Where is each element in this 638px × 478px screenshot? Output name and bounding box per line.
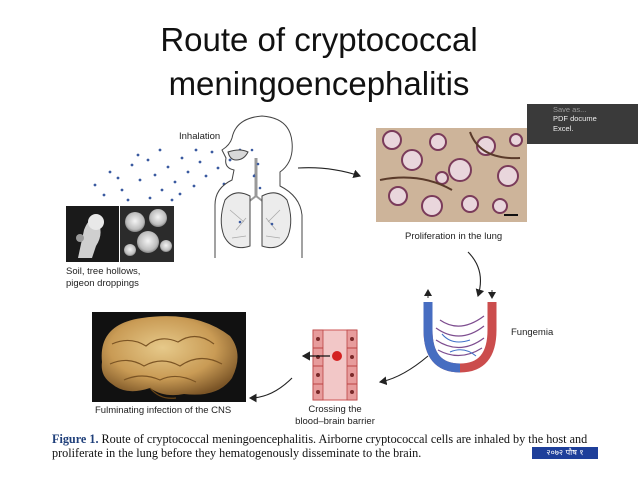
figure-caption: Figure 1. Route of cryptococcal meningoe… bbox=[52, 432, 600, 460]
label-inhalation: Inhalation bbox=[179, 131, 221, 142]
title-line-2: meningoencephalitis bbox=[168, 65, 470, 102]
tooltip-line-1: Save as... bbox=[553, 105, 587, 114]
date-badge: २०७२ पौष १ bbox=[532, 447, 598, 459]
tooltip-line-2: PDF docume bbox=[553, 114, 597, 123]
title-line-1: Route of cryptococcal bbox=[160, 21, 478, 58]
label-fungemia: Fungemia bbox=[511, 327, 554, 338]
tooltip-line-3: Excel. bbox=[553, 124, 574, 133]
human-lungs-illustration bbox=[214, 115, 303, 258]
flow-arrows bbox=[248, 167, 485, 403]
label-fulminating: Fulminating infection of the CNS bbox=[95, 405, 232, 416]
save-as-tooltip[interactable]: Save as... PDF docume Excel. bbox=[527, 104, 638, 144]
slide-title: Route of cryptococcal meningoencephaliti… bbox=[0, 18, 638, 106]
soil-micrographs bbox=[66, 206, 174, 262]
label-crossing-line-2: blood–brain barrier bbox=[295, 416, 375, 427]
label-proliferation: Proliferation in the lung bbox=[405, 231, 503, 242]
label-soil-line-2: pigeon droppings bbox=[66, 278, 139, 289]
label-crossing-line-1: Crossing the bbox=[308, 404, 362, 415]
brain-image bbox=[92, 312, 246, 402]
label-soil-line-1: Soil, tree hollows, bbox=[66, 266, 141, 277]
inhaled-spores bbox=[238, 148, 274, 226]
fungemia-vessels bbox=[423, 289, 497, 373]
label-crossing: Crossing the blood–brain barrier bbox=[290, 404, 380, 428]
caption-text: Route of cryptococcal meningoencephaliti… bbox=[52, 432, 588, 460]
blood-brain-barrier-illustration bbox=[301, 329, 358, 401]
label-soil: Soil, tree hollows, pigeon droppings bbox=[66, 266, 140, 290]
figure-label: Figure 1. bbox=[52, 432, 99, 446]
lung-histology-image bbox=[376, 128, 527, 222]
